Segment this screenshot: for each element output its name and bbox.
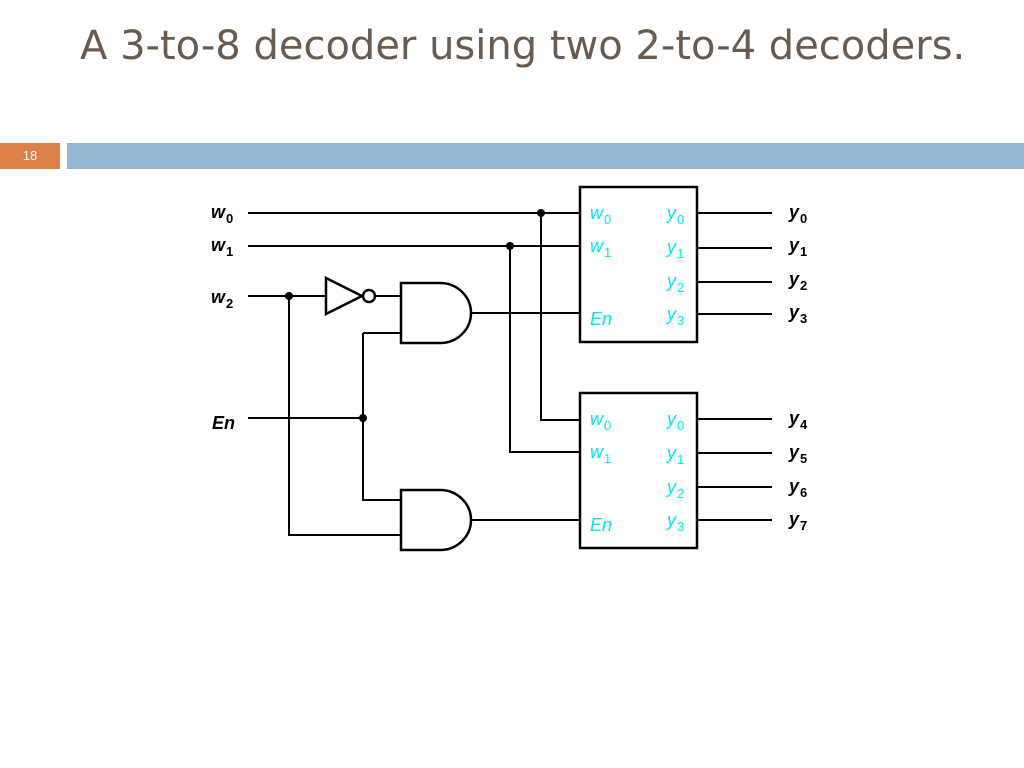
output-label-y5: y5	[788, 442, 807, 466]
dec1-pin-y1: y1	[665, 237, 684, 261]
decoder-top-box	[578, 185, 699, 344]
wires	[248, 212, 772, 536]
output-label-y0: y0	[788, 202, 807, 226]
header-strip	[67, 143, 1024, 169]
decoder-bottom-box	[578, 391, 699, 550]
slide-header-bar: 18	[0, 143, 1024, 169]
dec1-pin-y3: y3	[665, 304, 684, 328]
output-label-y4: y4	[788, 408, 808, 432]
dec1-pin-w1: w1	[590, 236, 611, 260]
en-branch-wire	[362, 333, 401, 501]
slide-title: A 3-to-8 decoder using two 2-to-4 decode…	[80, 23, 966, 69]
slide-number: 18	[0, 143, 60, 169]
w1-branch-wire	[509, 246, 580, 453]
dec1-pin-y0: y0	[665, 203, 684, 227]
output-label-y7: y7	[788, 509, 807, 533]
dec2-pin-y0: y0	[665, 409, 684, 433]
dec2-pin-w1: w1	[590, 442, 611, 466]
input-label-w2: w2	[211, 287, 233, 311]
output-label-y1: y1	[788, 235, 807, 259]
output-label-y2: y2	[788, 269, 807, 293]
input-label-w1: w1	[211, 235, 233, 259]
w2-branch-wire	[288, 296, 401, 536]
output-label-y6: y6	[788, 476, 807, 500]
w2-junction-dot	[285, 292, 293, 300]
dec2-pin-y3: y3	[665, 510, 684, 534]
not-gate-icon	[324, 275, 377, 317]
en-junction-dot	[359, 414, 367, 422]
dec1-pin-w0: w0	[590, 203, 611, 227]
and-gate-icon	[399, 281, 473, 345]
w0-junction-dot	[537, 209, 545, 217]
and-gate-icon	[399, 488, 473, 552]
input-label-en: En	[212, 413, 235, 433]
dec2-pin-y2: y2	[665, 477, 684, 501]
junctions	[285, 209, 545, 422]
dec2-pin-y1: y1	[665, 443, 684, 467]
input-label-w0: w0	[211, 202, 233, 226]
dec2-pin-w0: w0	[590, 409, 611, 433]
dec2-pin-en: En	[590, 515, 612, 535]
dec1-pin-en: En	[590, 309, 612, 329]
w1-junction-dot	[506, 242, 514, 250]
output-label-y3: y3	[788, 302, 807, 326]
dec1-pin-y2: y2	[665, 271, 684, 295]
w0-branch-wire	[540, 213, 580, 421]
